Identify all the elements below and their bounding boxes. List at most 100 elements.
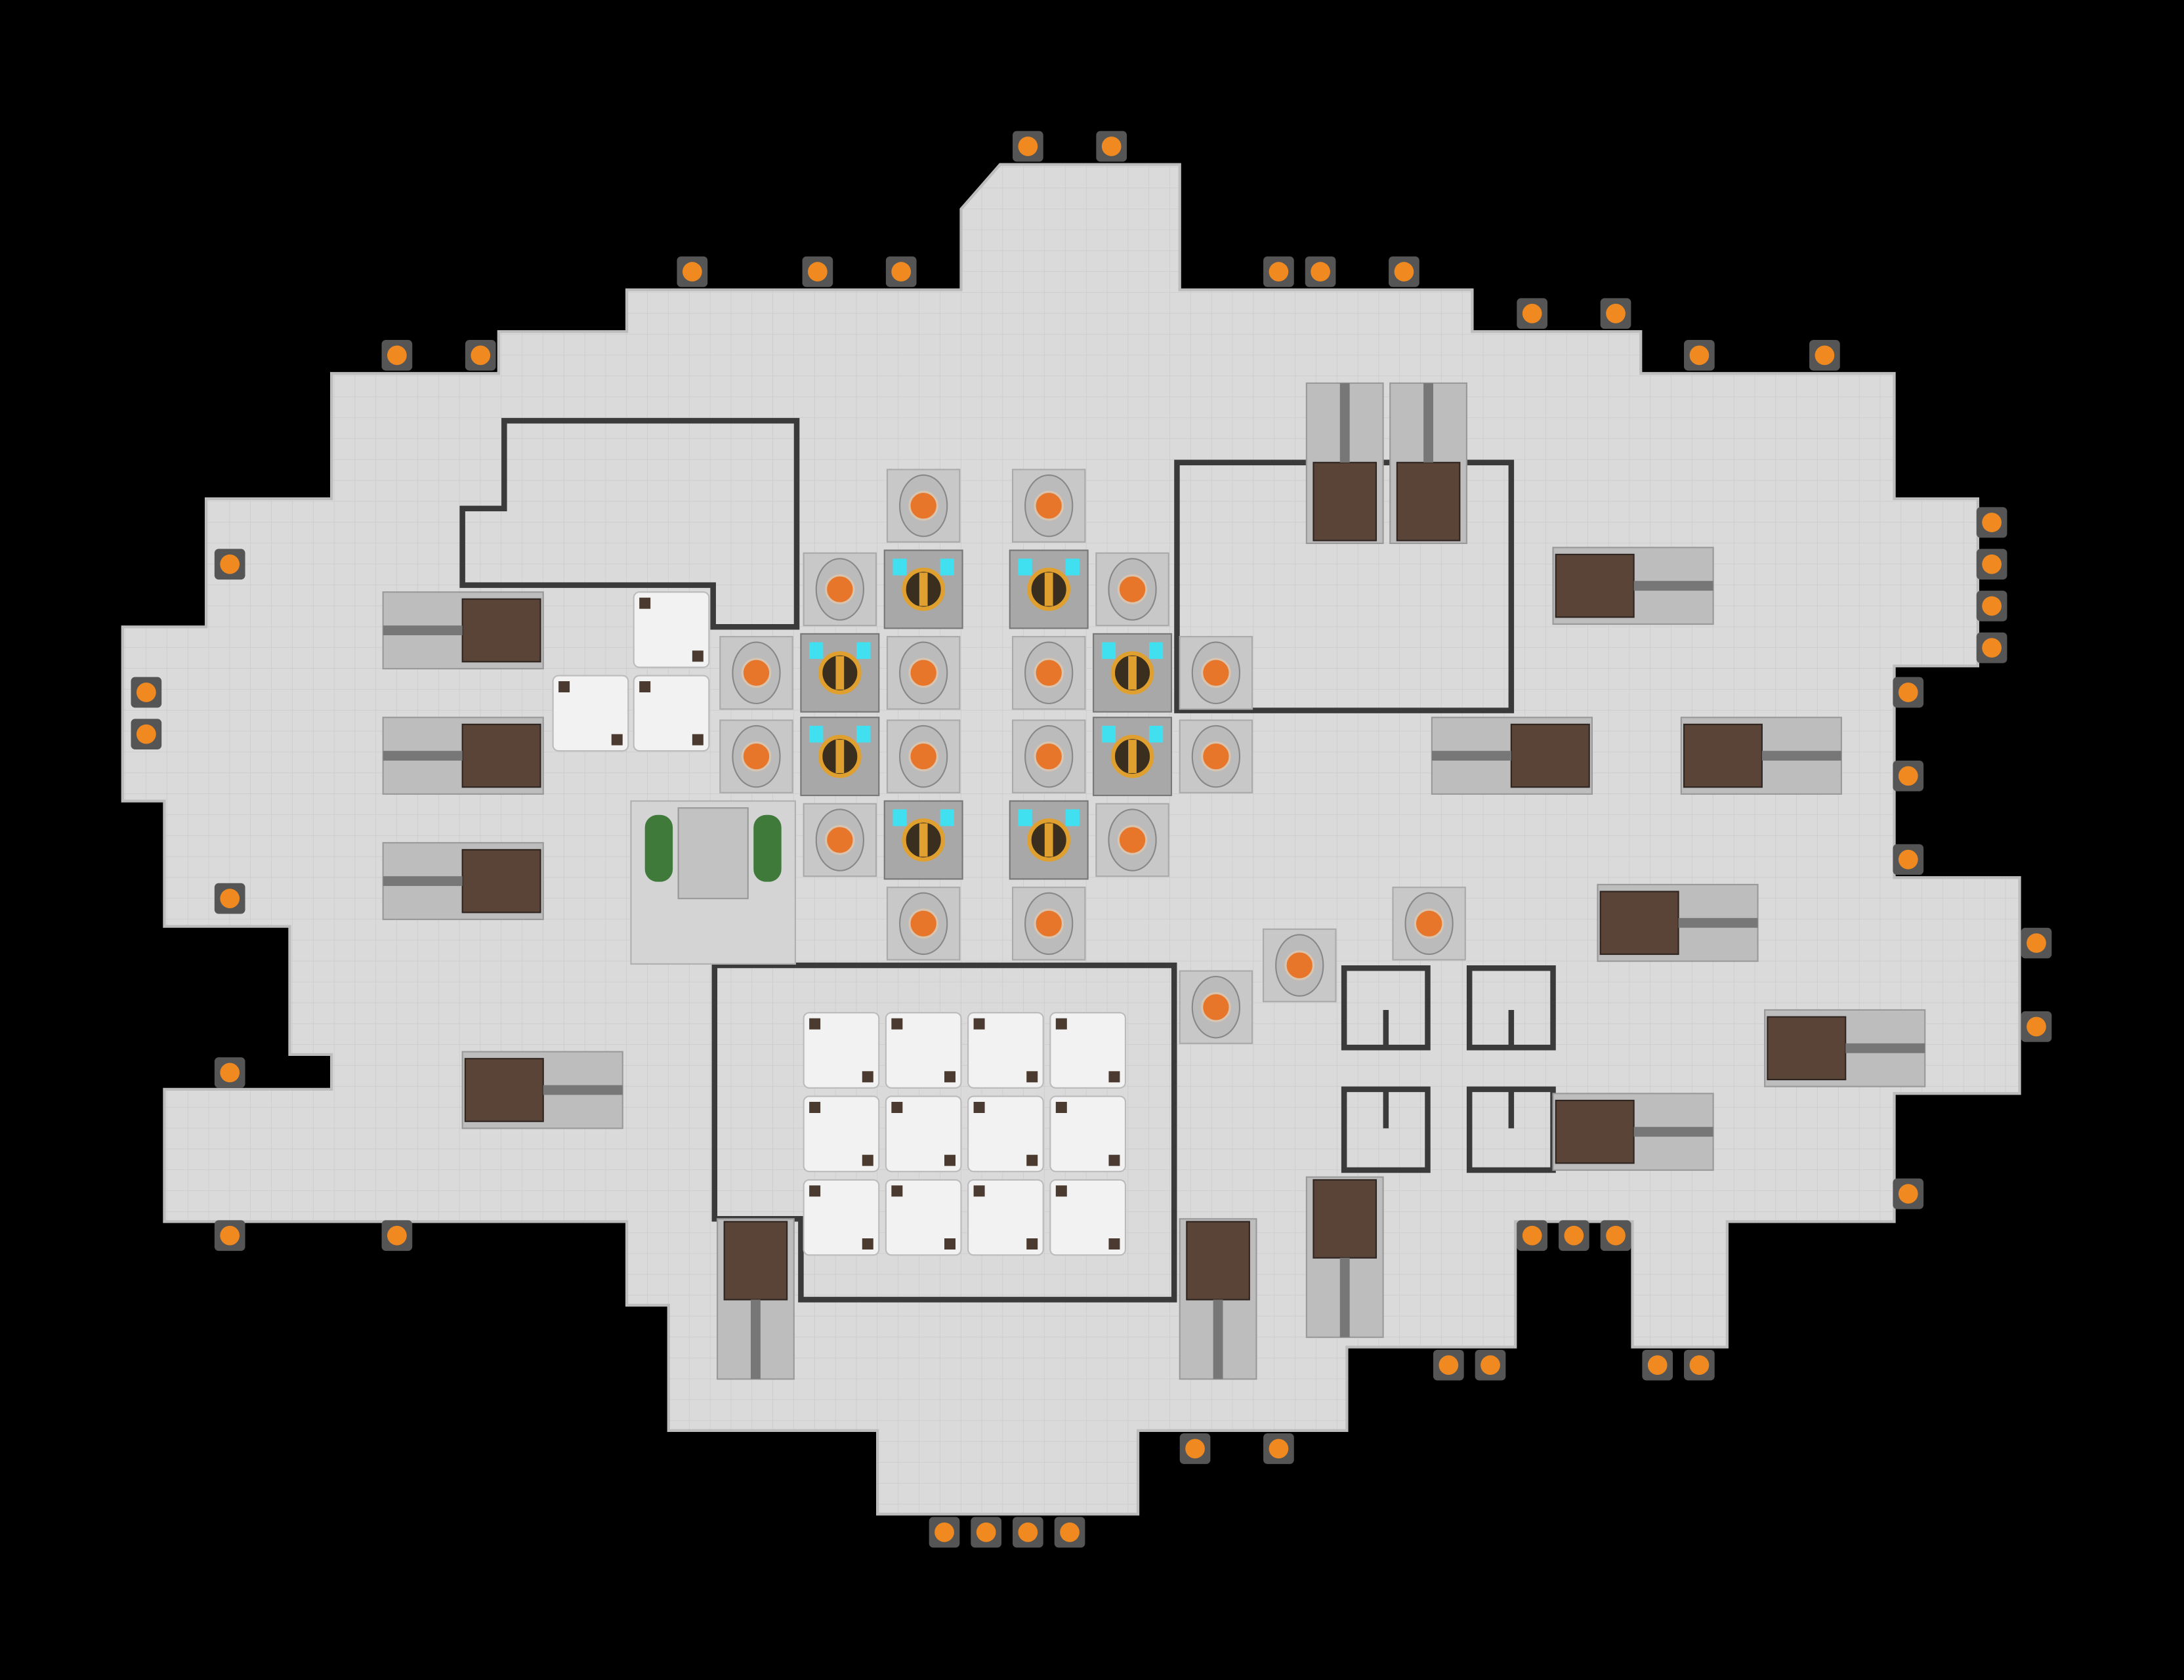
power-reactor[interactable]: [886, 719, 961, 793]
thruster[interactable]: [1096, 131, 1127, 162]
thruster[interactable]: [1976, 632, 2007, 663]
cannon[interactable]: [1764, 1009, 1926, 1087]
thruster[interactable]: [1054, 1517, 1085, 1548]
cannon[interactable]: [1389, 382, 1468, 544]
power-reactor[interactable]: [1011, 719, 1086, 793]
thruster[interactable]: [1893, 761, 1924, 791]
engine-room[interactable]: [883, 800, 963, 880]
crew-quarters[interactable]: [803, 1179, 880, 1256]
cannon[interactable]: [1552, 547, 1714, 625]
thruster[interactable]: [214, 549, 245, 580]
power-reactor[interactable]: [803, 803, 877, 877]
crew-quarters[interactable]: [1049, 1012, 1126, 1089]
power-reactor[interactable]: [719, 636, 793, 710]
thruster[interactable]: [1893, 1178, 1924, 1209]
thruster[interactable]: [214, 1057, 245, 1088]
thruster[interactable]: [1600, 298, 1631, 329]
thruster[interactable]: [1559, 1220, 1589, 1251]
cannon[interactable]: [1597, 883, 1759, 962]
cannon[interactable]: [1179, 1218, 1257, 1380]
thruster[interactable]: [2021, 1011, 2052, 1042]
engine-room[interactable]: [800, 633, 880, 713]
thruster[interactable]: [1389, 256, 1419, 287]
thruster[interactable]: [929, 1517, 960, 1548]
crew-quarters[interactable]: [885, 1095, 962, 1173]
cannon[interactable]: [1305, 382, 1384, 544]
power-reactor[interactable]: [886, 636, 961, 710]
thruster[interactable]: [1684, 340, 1715, 371]
cannon[interactable]: [382, 842, 544, 921]
crew-quarters[interactable]: [803, 1095, 880, 1173]
crew-quarters[interactable]: [967, 1012, 1044, 1089]
thruster[interactable]: [1433, 1349, 1464, 1381]
thruster[interactable]: [1642, 1349, 1673, 1381]
thruster[interactable]: [1475, 1349, 1506, 1381]
thruster[interactable]: [677, 256, 708, 287]
power-reactor[interactable]: [1011, 636, 1086, 710]
crew-quarters[interactable]: [967, 1179, 1044, 1256]
thruster[interactable]: [1976, 507, 2007, 538]
crew-quarters[interactable]: [885, 1012, 962, 1089]
cannon[interactable]: [1431, 717, 1593, 795]
thruster[interactable]: [381, 1220, 413, 1251]
thruster[interactable]: [1179, 1433, 1211, 1464]
power-reactor[interactable]: [1179, 719, 1253, 793]
cannon[interactable]: [717, 1218, 795, 1380]
cannon[interactable]: [1305, 1176, 1384, 1338]
thruster[interactable]: [1013, 131, 1043, 162]
crew-quarters[interactable]: [1049, 1095, 1126, 1173]
power-reactor[interactable]: [1179, 970, 1253, 1044]
thruster[interactable]: [1684, 1349, 1715, 1381]
thruster[interactable]: [885, 256, 917, 287]
thruster[interactable]: [802, 256, 833, 287]
thruster[interactable]: [2021, 927, 2052, 959]
power-reactor[interactable]: [1179, 636, 1253, 710]
thruster[interactable]: [131, 677, 162, 708]
power-reactor[interactable]: [803, 552, 877, 627]
thruster[interactable]: [971, 1517, 1002, 1548]
thruster[interactable]: [1809, 340, 1840, 371]
engine-room[interactable]: [1009, 800, 1089, 880]
crew-quarters[interactable]: [633, 675, 710, 752]
medbay[interactable]: [630, 800, 796, 965]
power-reactor[interactable]: [1095, 552, 1169, 627]
engine-room[interactable]: [1093, 633, 1173, 713]
power-reactor[interactable]: [886, 469, 961, 543]
thruster[interactable]: [1013, 1517, 1043, 1548]
thruster[interactable]: [1517, 298, 1548, 329]
engine-room[interactable]: [1093, 717, 1173, 797]
thruster[interactable]: [1517, 1220, 1548, 1251]
engine-room[interactable]: [883, 549, 963, 629]
thruster[interactable]: [214, 883, 245, 914]
thruster[interactable]: [1976, 591, 2007, 621]
crew-quarters[interactable]: [803, 1012, 880, 1089]
thruster[interactable]: [1600, 1220, 1631, 1251]
thruster[interactable]: [1263, 1433, 1294, 1464]
power-reactor[interactable]: [1011, 469, 1086, 543]
thruster[interactable]: [381, 340, 413, 371]
power-reactor[interactable]: [1095, 803, 1169, 877]
thruster[interactable]: [1893, 677, 1924, 708]
thruster[interactable]: [214, 1220, 245, 1251]
thruster[interactable]: [1263, 256, 1294, 287]
engine-room[interactable]: [1009, 549, 1089, 629]
power-reactor[interactable]: [886, 887, 961, 961]
cannon[interactable]: [382, 591, 544, 670]
power-reactor[interactable]: [1263, 928, 1337, 1003]
thruster[interactable]: [1976, 549, 2007, 580]
crew-quarters[interactable]: [633, 591, 710, 668]
power-reactor[interactable]: [719, 719, 793, 793]
thruster[interactable]: [131, 719, 162, 750]
cannon[interactable]: [382, 717, 544, 795]
crew-quarters[interactable]: [552, 675, 629, 752]
power-reactor[interactable]: [1392, 887, 1466, 961]
thruster[interactable]: [1893, 844, 1924, 875]
cannon[interactable]: [1552, 1093, 1714, 1171]
engine-room[interactable]: [800, 717, 880, 797]
cannon[interactable]: [461, 1051, 623, 1129]
crew-quarters[interactable]: [885, 1179, 962, 1256]
power-reactor[interactable]: [1011, 887, 1086, 961]
crew-quarters[interactable]: [967, 1095, 1044, 1173]
cannon[interactable]: [1680, 717, 1842, 795]
